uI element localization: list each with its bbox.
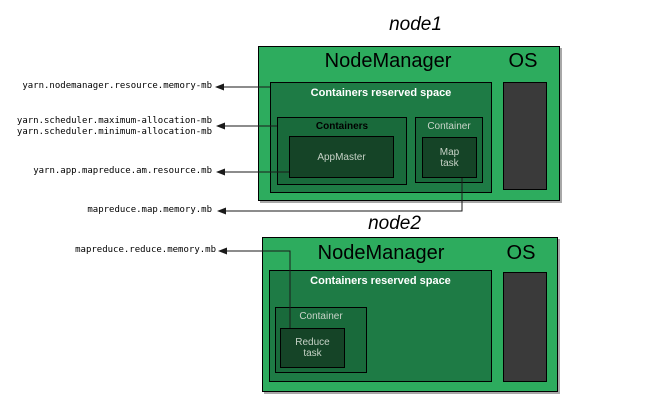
node1-nodemanager-box: NodeManager OS Containers reserved space… — [258, 46, 560, 201]
node2-nodemanager-box: NodeManager OS Containers reserved space… — [262, 237, 558, 392]
node1-map-task-box: Map task — [422, 137, 477, 178]
node1-map-task-label: Map task — [439, 146, 460, 169]
node1-container-box: Container Map task — [415, 117, 483, 183]
node2-reduce-task-label: Reduce task — [295, 337, 330, 359]
node2-reserved-label: Containers reserved space — [310, 275, 451, 287]
param-mapreduce-reduce-memory-mb: mapreduce.reduce.memory.mb — [75, 245, 216, 255]
node1-containers-box: Containers AppMaster — [277, 117, 407, 185]
node2-reduce-task-box: Reduce task — [280, 328, 345, 368]
node2-title: node2 — [368, 213, 421, 234]
node2-os-label: OS — [506, 242, 536, 264]
node1-container-label: Container — [427, 121, 471, 132]
node2-containers-reserved-space: Containers reserved space Container Redu… — [269, 270, 492, 382]
param-yarn-app-mapreduce-am-resource-mb: yarn.app.mapreduce.am.resource.mb — [33, 166, 212, 176]
node1-appmaster-label: AppMaster — [317, 151, 366, 163]
node1-os-label: OS — [508, 50, 538, 72]
arrowhead-reduce-memory — [218, 247, 227, 255]
param-yarn-nodemanager-resource-memory-mb: yarn.nodemanager.resource.memory-mb — [22, 81, 212, 91]
param-yarn-scheduler-maximum-allocation-mb: yarn.scheduler.maximum-allocation-mb — [16, 116, 212, 126]
node1-os-memory-block — [503, 82, 547, 190]
arrowhead-map-memory — [217, 207, 226, 215]
node2-os-memory-block — [503, 272, 547, 382]
node2-container-box: Container Reduce task — [275, 307, 367, 373]
node1-containers-label: Containers — [315, 121, 369, 132]
node2-nodemanager-label: NodeManager — [317, 242, 445, 264]
arrowhead-nodemanager-memory — [215, 83, 224, 91]
node1-reserved-label: Containers reserved space — [310, 87, 452, 99]
node2-container-label: Container — [299, 311, 343, 322]
arrowhead-scheduler-allocation — [216, 122, 225, 130]
node1-containers-reserved-space: Containers reserved space Containers App… — [270, 82, 492, 193]
node1-nodemanager-label: NodeManager — [324, 50, 452, 72]
node1-title: node1 — [389, 14, 442, 35]
param-yarn-scheduler-minimum-allocation-mb: yarn.scheduler.minimum-allocation-mb — [16, 127, 212, 137]
arrowhead-am-resource — [216, 168, 225, 176]
node1-appmaster-box: AppMaster — [289, 136, 394, 178]
param-mapreduce-map-memory-mb: mapreduce.map.memory.mb — [87, 205, 212, 215]
